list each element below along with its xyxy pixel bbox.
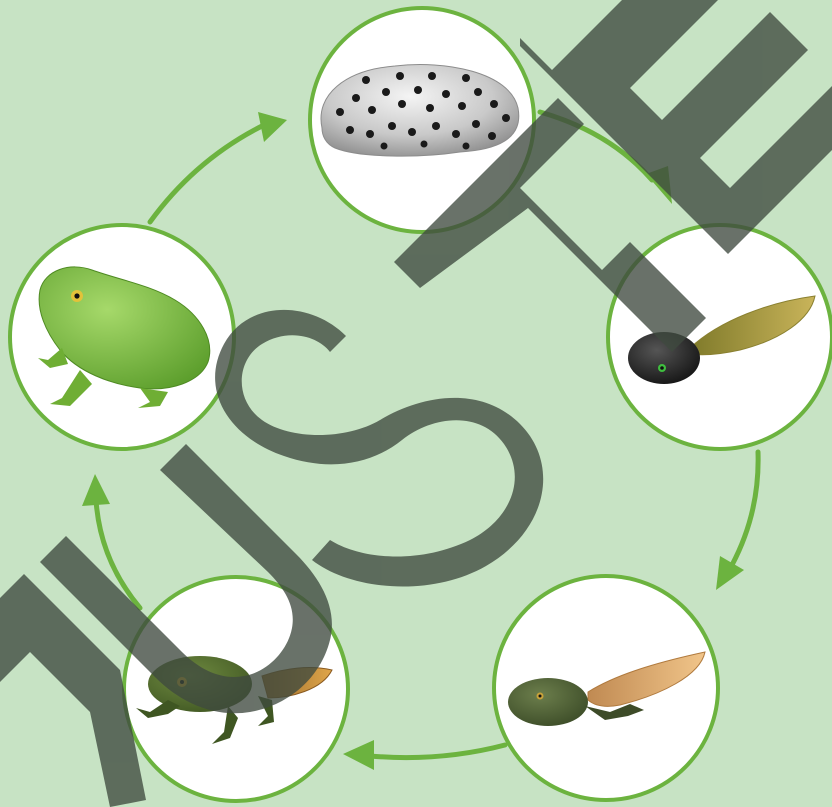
arrow-head-icon [258,112,287,142]
arrow-legs-to-froglet [370,745,505,758]
arrow-head-icon [343,740,374,770]
stage-tadpole-with-legs [494,576,718,800]
frog-spawn-egg-mass-icon [321,65,519,157]
arrow-head-icon [716,556,744,590]
stage-adult-frog [10,225,234,449]
arrow-frog-to-egg [150,126,262,222]
arrow-head-icon [82,474,110,506]
arrow-tadpole-to-legs [732,452,758,565]
